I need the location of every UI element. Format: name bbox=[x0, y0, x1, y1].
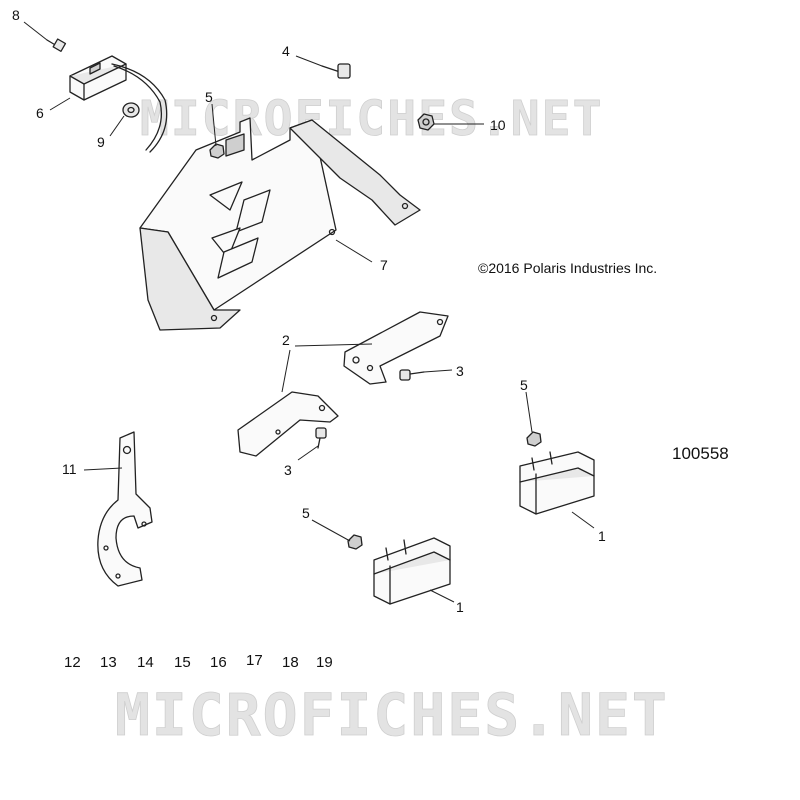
unref-part-number: 15 bbox=[174, 654, 191, 671]
mount-bracket-part-2-left[interactable] bbox=[237, 391, 339, 457]
diagram-number: 100558 bbox=[672, 444, 729, 463]
callout-3-left: 3 bbox=[284, 462, 292, 478]
callout-4: 4 bbox=[282, 43, 290, 59]
unref-part-number: 14 bbox=[137, 654, 154, 671]
unref-part-number: 18 bbox=[282, 654, 299, 671]
mount-bracket-part-2-right[interactable] bbox=[343, 311, 449, 385]
callout-10: 10 bbox=[490, 117, 506, 133]
callout-5-bottom: 5 bbox=[302, 505, 310, 521]
callout-3-right: 3 bbox=[456, 363, 464, 379]
callout-5-right: 5 bbox=[520, 377, 528, 393]
callout-7: 7 bbox=[380, 257, 388, 273]
bracket-part-11[interactable] bbox=[97, 431, 153, 587]
nut-part-5-bottom[interactable] bbox=[347, 534, 363, 550]
callout-1-right: 1 bbox=[598, 528, 606, 544]
callout-2: 2 bbox=[282, 332, 290, 348]
washer-part-9[interactable] bbox=[122, 102, 140, 118]
watermark-bottom: MICROFICHES.NET bbox=[115, 681, 669, 749]
unref-part-number: 17 bbox=[246, 652, 263, 669]
callout-9: 9 bbox=[97, 134, 105, 150]
tail-light-part-1-right[interactable] bbox=[519, 451, 595, 515]
unref-part-number: 12 bbox=[64, 654, 81, 671]
unref-part-number: 13 bbox=[100, 654, 117, 671]
screw-part-3-right[interactable] bbox=[399, 369, 425, 381]
callout-5-top: 5 bbox=[205, 89, 213, 105]
callout-6: 6 bbox=[36, 105, 44, 121]
bolt-part-4[interactable] bbox=[321, 63, 351, 79]
callout-1-left: 1 bbox=[456, 599, 464, 615]
unref-part-number: 19 bbox=[316, 654, 333, 671]
callout-8: 8 bbox=[12, 7, 20, 23]
license-lamp-part-6[interactable] bbox=[69, 55, 168, 153]
leader-lines bbox=[23, 21, 595, 603]
watermark-top: MICROFICHES.NET bbox=[140, 91, 603, 147]
nut-part-5-right[interactable] bbox=[526, 431, 542, 447]
unref-part-number: 16 bbox=[210, 654, 227, 671]
copyright-text: ©2016 Polaris Industries Inc. bbox=[478, 260, 657, 276]
license-bracket-part-7[interactable] bbox=[139, 117, 421, 331]
screw-part-8[interactable] bbox=[46, 38, 67, 52]
unreferenced-part-numbers: 12 13 14 15 16 17 18 19 bbox=[64, 652, 333, 671]
tail-light-part-1-left[interactable] bbox=[373, 537, 451, 605]
callout-11: 11 bbox=[62, 461, 77, 477]
screw-part-3-left[interactable] bbox=[315, 427, 327, 449]
